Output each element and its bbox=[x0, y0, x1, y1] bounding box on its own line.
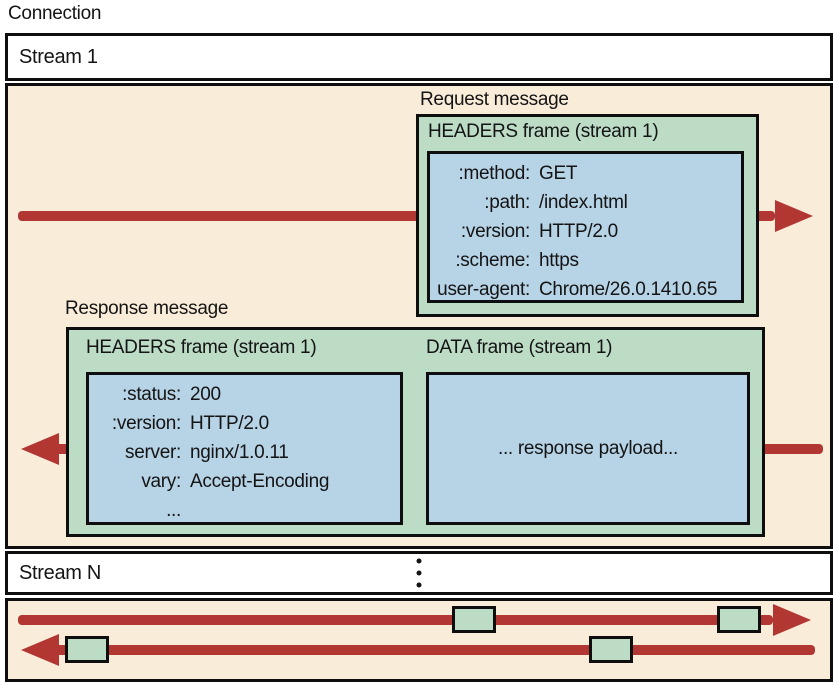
streamN-response-arrow-head-icon bbox=[21, 634, 59, 666]
request-header-row: :method: GET bbox=[430, 159, 741, 188]
connection-title: Connection bbox=[8, 3, 102, 24]
response-header-row: :version: HTTP/2.0 bbox=[89, 409, 400, 438]
request-header-row: :version: HTTP/2.0 bbox=[430, 217, 741, 246]
header-value: Chrome/26.0.1410.65 bbox=[539, 279, 718, 300]
stream1-label: Stream 1 bbox=[19, 45, 98, 68]
response-headers-box: :status: 200 :version: HTTP/2.0 server: … bbox=[86, 372, 403, 525]
streamN-area bbox=[5, 598, 833, 682]
frame-block bbox=[589, 636, 633, 663]
header-key: :scheme: bbox=[455, 250, 530, 271]
request-arrow-head-icon bbox=[775, 200, 813, 232]
response-data-box: ... response payload... bbox=[426, 372, 750, 525]
stream1-area: Request message HEADERS frame (stream 1)… bbox=[5, 83, 833, 549]
header-value: HTTP/2.0 bbox=[190, 413, 269, 434]
response-arrow-head-icon bbox=[21, 433, 59, 465]
header-value: nginx/1.0.11 bbox=[190, 442, 289, 463]
streamN-response-arrow-line bbox=[55, 645, 815, 655]
header-value: https bbox=[539, 250, 579, 271]
request-header-row: :path: /index.html bbox=[430, 188, 741, 217]
request-headers-frame-title: HEADERS frame (stream 1) bbox=[428, 121, 659, 142]
response-message-label: Response message bbox=[65, 298, 229, 319]
header-key: :status: bbox=[122, 384, 181, 405]
streamN-bar: Stream N bbox=[5, 551, 833, 595]
response-payload-text: ... response payload... bbox=[497, 437, 679, 459]
header-key: server: bbox=[125, 442, 181, 463]
response-data-frame-title: DATA frame (stream 1) bbox=[426, 337, 613, 358]
vertical-ellipsis-icon bbox=[416, 558, 422, 588]
header-value: 200 bbox=[190, 384, 221, 405]
frame-block bbox=[717, 606, 761, 633]
request-message-label: Request message bbox=[420, 89, 569, 110]
response-header-row: server: nginx/1.0.11 bbox=[89, 438, 400, 467]
header-value: /index.html bbox=[539, 192, 628, 213]
request-arrow-line bbox=[18, 211, 775, 221]
header-key: :version: bbox=[111, 413, 181, 434]
request-headers-box: :method: GET :path: /index.html :version… bbox=[427, 151, 744, 303]
request-header-row: user-agent: Chrome/26.0.1410.65 bbox=[430, 275, 741, 304]
request-header-row: :scheme: https bbox=[430, 246, 741, 275]
request-headers-frame: HEADERS frame (stream 1) :method: GET :p… bbox=[416, 114, 759, 317]
ellipsis-text: ... bbox=[166, 500, 181, 521]
streamN-request-arrow-line bbox=[18, 615, 773, 625]
frame-block bbox=[65, 636, 109, 663]
header-value: GET bbox=[539, 163, 578, 184]
response-header-row: vary: Accept-Encoding bbox=[89, 467, 400, 496]
stream1-bar: Stream 1 bbox=[5, 33, 833, 81]
frame-block bbox=[452, 606, 496, 633]
streamN-request-arrow-head-icon bbox=[773, 604, 811, 636]
response-frames: HEADERS frame (stream 1) DATA frame (str… bbox=[66, 327, 765, 537]
header-key: vary: bbox=[141, 471, 181, 492]
response-headers-frame-title: HEADERS frame (stream 1) bbox=[86, 337, 317, 358]
header-key: :version: bbox=[460, 221, 530, 242]
response-ellipsis-row: ... bbox=[89, 496, 400, 525]
response-header-row: :status: 200 bbox=[89, 380, 400, 409]
header-value: HTTP/2.0 bbox=[539, 221, 618, 242]
header-key: :path: bbox=[484, 192, 530, 213]
header-key: user-agent: bbox=[437, 279, 530, 300]
header-key: :method: bbox=[458, 163, 530, 184]
header-value: Accept-Encoding bbox=[190, 471, 330, 492]
streamN-label: Stream N bbox=[19, 561, 102, 584]
